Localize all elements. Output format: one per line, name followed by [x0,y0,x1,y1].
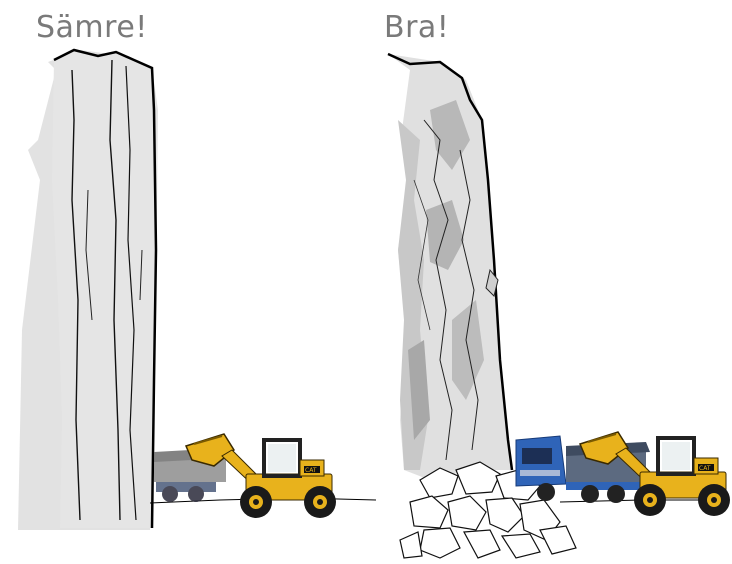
rock-column-fractured [388,54,512,480]
rock-column-smooth [18,50,158,530]
